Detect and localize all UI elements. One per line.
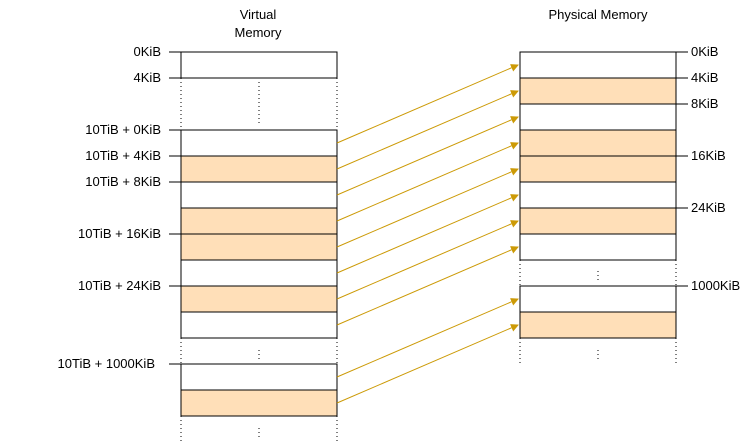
virtual-label-10tib-16kib: 10TiB + 16KiB [78, 226, 161, 241]
virtual-block-mapped [180, 389, 338, 417]
mapping-arrows [336, 64, 519, 404]
physical-labels: 0KiB 4KiB 8KiB 16KiB 24KiB 1000KiB [676, 44, 740, 293]
virtual-block [180, 363, 338, 391]
mapping-arrow [336, 220, 519, 300]
mapping-arrow [336, 90, 519, 170]
virtual-label-10tib-24kib: 10TiB + 24KiB [78, 278, 161, 293]
virtual-title-line2: Memory [235, 25, 282, 40]
physical-block [519, 233, 677, 261]
virtual-label-10tib-1000kib: 10TiB + 1000KiB [58, 356, 155, 371]
physical-block-mapped [519, 207, 677, 235]
physical-block-mapped [519, 155, 677, 183]
physical-memory-column [519, 51, 677, 364]
virtual-block-mapped [180, 207, 338, 235]
virtual-labels: 0KiB 4KiB 10TiB + 0KiB 10TiB + 4KiB 10Ti… [58, 44, 181, 371]
virtual-block-mapped [180, 233, 338, 261]
virtual-label-10tib-0kib: 10TiB + 0KiB [85, 122, 161, 137]
virtual-label-10tib-8kib: 10TiB + 8KiB [85, 174, 161, 189]
mapping-arrow [336, 298, 519, 378]
physical-block [519, 285, 677, 313]
physical-label-1000kib: 1000KiB [691, 278, 740, 293]
virtual-block [180, 51, 338, 79]
virtual-block-mapped [180, 285, 338, 313]
mapping-arrow [336, 64, 519, 144]
physical-title: Physical Memory [549, 7, 648, 22]
virtual-block [180, 259, 338, 287]
virtual-block-mapped [180, 155, 338, 183]
physical-label-24kib: 24KiB [691, 200, 726, 215]
physical-block-mapped [519, 129, 677, 157]
mapping-arrow [336, 142, 519, 222]
virtual-block [180, 181, 338, 209]
mapping-arrow [336, 116, 519, 196]
physical-block-mapped [519, 311, 677, 339]
virtual-label-4kib: 4KiB [134, 70, 161, 85]
mapping-arrow [336, 324, 519, 404]
mapping-arrow [336, 168, 519, 248]
physical-block [519, 103, 677, 131]
physical-label-16kib: 16KiB [691, 148, 726, 163]
mapping-arrow [336, 246, 519, 326]
virtual-block [180, 129, 338, 157]
physical-block [519, 181, 677, 209]
virtual-block [180, 311, 338, 339]
physical-block-mapped [519, 77, 677, 105]
virtual-label-0kib: 0KiB [134, 44, 161, 59]
virtual-label-10tib-4kib: 10TiB + 4KiB [85, 148, 161, 163]
physical-label-0kib: 0KiB [691, 44, 718, 59]
physical-block [519, 51, 677, 79]
mapping-arrow [336, 194, 519, 274]
physical-label-4kib: 4KiB [691, 70, 718, 85]
virtual-memory-column [180, 51, 338, 443]
physical-label-8kib: 8KiB [691, 96, 718, 111]
virtual-title-line1: Virtual [240, 7, 277, 22]
